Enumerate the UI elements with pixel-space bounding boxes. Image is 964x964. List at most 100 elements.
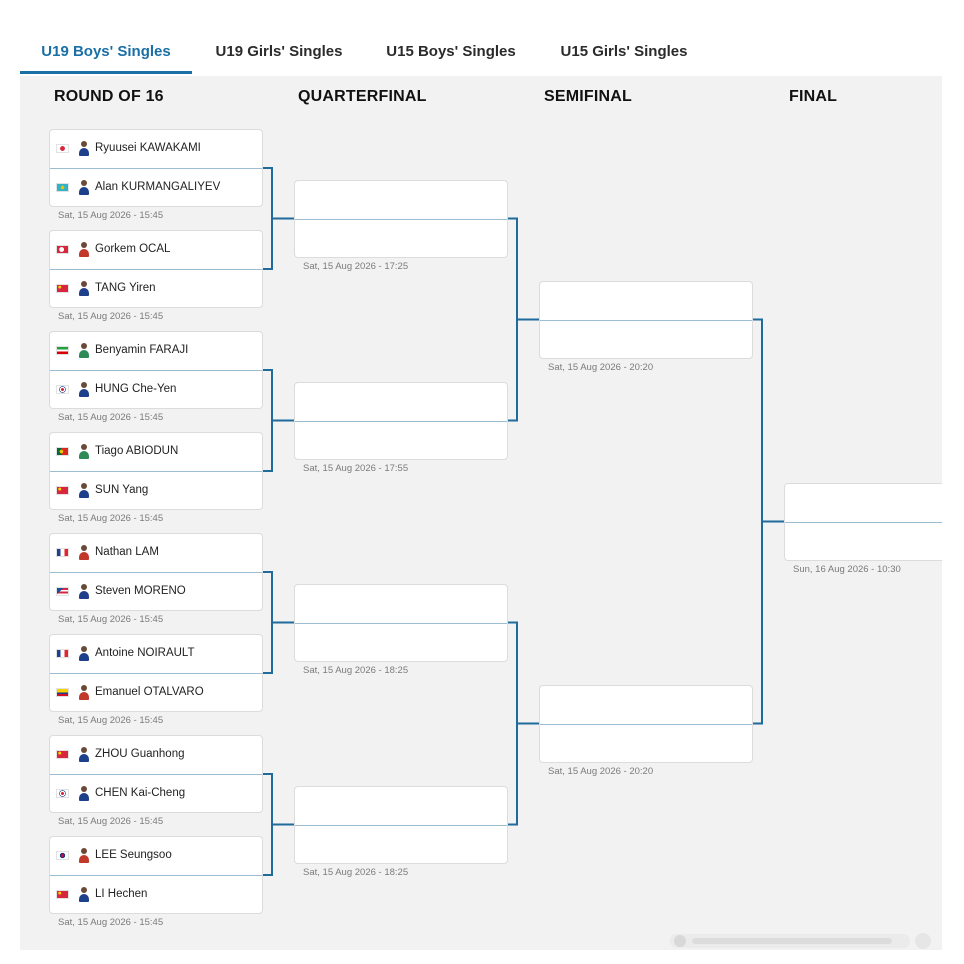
japan-flag-icon [56, 144, 69, 153]
player-slot[interactable] [295, 181, 507, 220]
player-slot[interactable] [295, 383, 507, 422]
player-slot[interactable]: Tiago ABIODUN [50, 433, 262, 472]
match-time: Sat, 15 Aug 2026 - 17:25 [303, 260, 409, 272]
match-card[interactable]: Ryuusei KAWAKAMI Alan KURMANGALIYEV [49, 129, 263, 207]
china-flag-icon [56, 284, 69, 293]
kazakhstan-flag-icon [56, 183, 69, 192]
iran-flag-icon [56, 346, 69, 355]
player-slot[interactable]: CHEN Kai-Cheng [50, 775, 262, 813]
bracket-connector-line [753, 318, 784, 725]
player-name[interactable]: Benyamin FARAJI [95, 344, 189, 356]
player-name[interactable]: LEE Seungsoo [95, 849, 172, 861]
bracket-connector-line [263, 571, 294, 674]
player-name[interactable]: ZHOU Guanhong [95, 748, 185, 760]
match-card[interactable] [294, 381, 508, 460]
player-name[interactable]: SUN Yang [95, 484, 149, 496]
match-card[interactable] [294, 583, 508, 662]
player-name[interactable]: Tiago ABIODUN [95, 445, 179, 457]
match-card[interactable] [294, 785, 508, 864]
player-name[interactable]: LI Hechen [95, 888, 148, 900]
match-card[interactable] [539, 280, 753, 359]
match-time: Sat, 15 Aug 2026 - 18:25 [303, 866, 409, 878]
match-card[interactable]: LEE Seungsoo LI Hechen [49, 836, 263, 914]
player-avatar-icon [78, 444, 90, 459]
player-slot[interactable] [295, 787, 507, 826]
player-slot[interactable]: SUN Yang [50, 472, 262, 510]
player-avatar-icon [78, 887, 90, 902]
round-title-final: FINAL [789, 88, 838, 105]
player-slot[interactable]: ZHOU Guanhong [50, 736, 262, 775]
round-title-semifinal: SEMIFINAL [544, 88, 633, 105]
player-name[interactable]: HUNG Che-Yen [95, 383, 177, 395]
round-title-quarterfinal: QUARTERFINAL [298, 88, 427, 105]
player-name[interactable]: Nathan LAM [95, 546, 159, 558]
match-time: Sat, 15 Aug 2026 - 15:45 [58, 917, 164, 928]
bracket-connector-line [508, 217, 539, 422]
china-flag-icon [56, 486, 69, 495]
match-time: Sat, 15 Aug 2026 - 15:45 [58, 614, 164, 625]
player-slot[interactable]: Antoine NOIRAULT [50, 635, 262, 674]
player-slot[interactable]: Steven MORENO [50, 573, 262, 611]
match-card[interactable]: Antoine NOIRAULT Emanuel OTALVARO [49, 634, 263, 712]
match-card[interactable] [294, 179, 508, 258]
match-card[interactable]: Tiago ABIODUN SUN Yang [49, 432, 263, 510]
player-slot[interactable] [540, 686, 752, 725]
player-name[interactable]: Steven MORENO [95, 585, 186, 597]
player-name[interactable]: Ryuusei KAWAKAMI [95, 142, 201, 154]
colombia-flag-icon [56, 688, 69, 697]
player-slot[interactable]: LI Hechen [50, 876, 262, 914]
player-avatar-icon [78, 685, 90, 700]
player-avatar-icon [78, 545, 90, 560]
chinese-taipei-flag-icon [56, 385, 69, 394]
france-flag-icon [56, 548, 69, 557]
player-name[interactable]: Gorkem OCAL [95, 243, 171, 255]
match-time: Sat, 15 Aug 2026 - 15:45 [58, 412, 164, 423]
player-slot[interactable]: Ryuusei KAWAKAMI [50, 130, 262, 169]
tab-u15-girls-singles[interactable]: U15 Girls' Singles [560, 43, 688, 60]
match-time: Sat, 15 Aug 2026 - 15:45 [58, 715, 164, 726]
player-avatar-icon [78, 141, 90, 156]
player-avatar-icon [78, 242, 90, 257]
player-slot[interactable]: Gorkem OCAL [50, 231, 262, 270]
portugal-flag-icon [56, 447, 69, 456]
tab-u19-girls-singles[interactable]: U19 Girls' Singles [215, 43, 343, 60]
player-slot[interactable]: LEE Seungsoo [50, 837, 262, 876]
match-card[interactable]: Benyamin FARAJI HUNG Che-Yen [49, 331, 263, 409]
player-slot[interactable]: Nathan LAM [50, 534, 262, 573]
player-avatar-icon [78, 584, 90, 599]
player-slot[interactable] [540, 282, 752, 321]
match-time: Sat, 15 Aug 2026 - 15:45 [58, 513, 164, 524]
player-name[interactable]: TANG Yiren [95, 282, 156, 294]
player-avatar-icon [78, 382, 90, 397]
player-name[interactable]: Alan KURMANGALIYEV [95, 181, 221, 193]
player-slot[interactable]: Emanuel OTALVARO [50, 674, 262, 712]
player-avatar-icon [78, 848, 90, 863]
match-time: Sat, 15 Aug 2026 - 17:55 [303, 462, 409, 474]
player-slot[interactable]: HUNG Che-Yen [50, 371, 262, 409]
tab-u15-boys-singles[interactable]: U15 Boys' Singles [386, 43, 516, 60]
match-card[interactable]: Gorkem OCAL TANG Yiren [49, 230, 263, 308]
match-card[interactable] [784, 482, 942, 561]
player-slot[interactable] [295, 585, 507, 624]
player-slot[interactable]: Benyamin FARAJI [50, 332, 262, 371]
match-time: Sat, 15 Aug 2026 - 15:45 [58, 311, 164, 322]
player-avatar-icon [78, 281, 90, 296]
player-name[interactable]: CHEN Kai-Cheng [95, 787, 186, 799]
player-avatar-icon [78, 343, 90, 358]
player-slot[interactable]: TANG Yiren [50, 270, 262, 308]
player-avatar-icon [78, 747, 90, 762]
player-name[interactable]: Antoine NOIRAULT [95, 647, 195, 659]
china-flag-icon [56, 890, 69, 899]
match-time: Sat, 15 Aug 2026 - 20:20 [548, 361, 654, 373]
player-slot[interactable] [785, 484, 942, 523]
match-card[interactable] [539, 684, 753, 763]
player-name[interactable]: Emanuel OTALVARO [95, 686, 204, 698]
china-flag-icon [56, 750, 69, 759]
match-card[interactable]: Nathan LAM Steven MORENO [49, 533, 263, 611]
player-slot[interactable]: Alan KURMANGALIYEV [50, 169, 262, 207]
bracket-connector-line [263, 167, 294, 270]
watermark [668, 930, 938, 952]
tab-u19-boys-singles[interactable]: U19 Boys' Singles [20, 34, 192, 74]
match-time: Sat, 15 Aug 2026 - 15:45 [58, 210, 164, 221]
